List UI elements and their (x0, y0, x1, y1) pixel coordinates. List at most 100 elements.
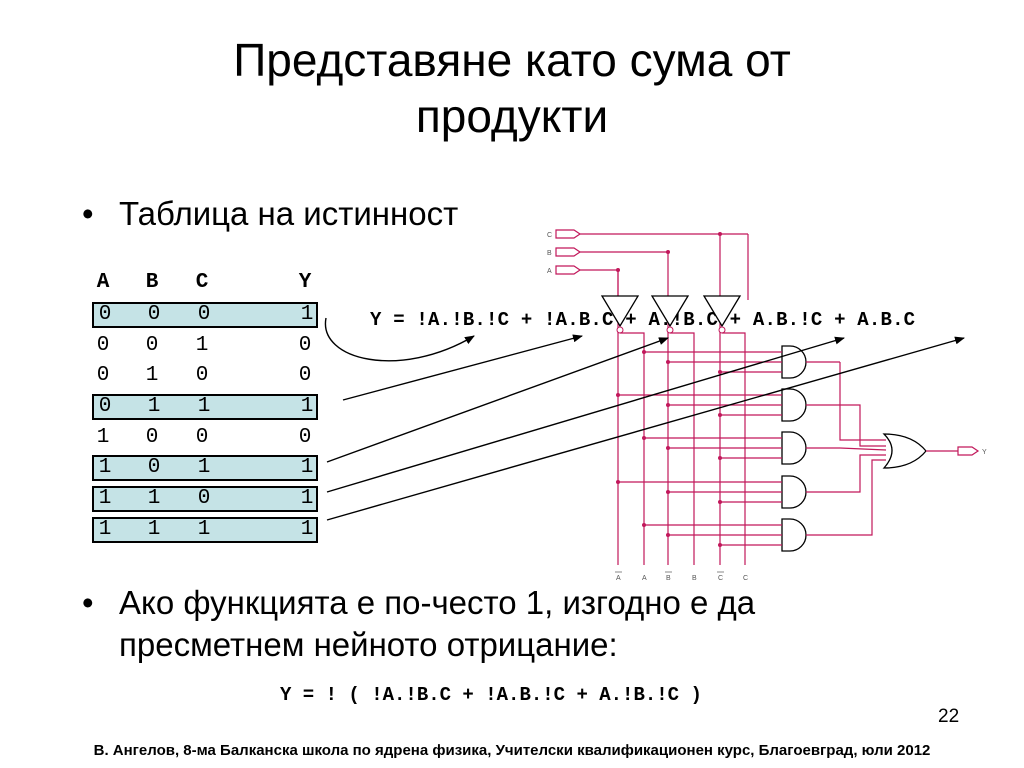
mapping-arrows (324, 317, 965, 521)
footer-citation: В. Ангелов, 8-ма Балканска школа по ядре… (93, 742, 931, 759)
junction-dot (642, 523, 646, 527)
truth-table-cell: 0 (147, 456, 161, 479)
truth-table-cell: 1 (197, 518, 211, 541)
truth-table-cell: 1 (98, 518, 112, 541)
junction-dot (616, 480, 620, 484)
bottom-label: C (743, 575, 748, 582)
junction-dot (666, 490, 670, 494)
truth-table-cell: 1 (145, 364, 159, 387)
input-connector (555, 265, 582, 275)
wire (722, 332, 746, 565)
wire (840, 404, 886, 447)
wire (620, 332, 645, 565)
wire (839, 362, 886, 441)
junction-dot (666, 403, 670, 407)
not-gate-icon (650, 295, 690, 328)
junction-dot (642, 436, 646, 440)
truth-table-cell: 0 (197, 303, 211, 326)
truth-table-cell: 1 (197, 395, 211, 418)
truth-table-cell: 0 (98, 395, 112, 418)
truth-table-cell: 1 (300, 395, 314, 418)
truth-table-cell: 1 (98, 456, 112, 479)
output-label: Y (982, 449, 987, 456)
truth-table-cell: 0 (298, 426, 312, 449)
bullet-dot: • (82, 584, 94, 621)
junction-dot (718, 543, 722, 547)
mapping-arrow (326, 336, 965, 521)
bullet-text: Ако функцията е по-често 1, изгодно е да… (119, 584, 756, 663)
truth-table-cell: 0 (197, 487, 211, 510)
bottom-label: B (692, 575, 697, 582)
junction-dot (718, 232, 722, 236)
bottom-label: B (666, 575, 671, 582)
bullet-dot: • (82, 195, 94, 232)
truth-table-cell: 0 (96, 364, 110, 387)
junction-dot (666, 360, 670, 364)
junction-dot (666, 533, 670, 537)
mapping-arrow (324, 317, 475, 362)
page-number: 22 (938, 706, 960, 727)
wire (839, 447, 887, 451)
truth-table-cell: 0 (98, 303, 112, 326)
and-gate-icon (781, 431, 807, 465)
truth-table-cell: 1 (96, 426, 110, 449)
truth-table-cell: 0 (145, 426, 159, 449)
bottom-label: C (718, 575, 723, 582)
input-connector (555, 247, 582, 257)
truth-table-cell: 1 (300, 487, 314, 510)
truth-table-cell: 0 (195, 364, 209, 387)
slide-title: Представяне като сума от продукти (0, 32, 1024, 144)
negation-formula: Y = ! ( !A.!B.C + !A.B.!C + A.!B.!C ) (280, 684, 702, 706)
junction-dot (666, 250, 670, 254)
truth-table-cell: 0 (145, 334, 159, 357)
truth-table-cell: 1 (300, 456, 314, 479)
mapping-arrow (326, 337, 669, 463)
or-gate-icon (882, 433, 927, 469)
truth-table-cell: 0 (195, 426, 209, 449)
and-gate-icon (781, 518, 807, 552)
junction-dot (666, 446, 670, 450)
junction-dot (718, 456, 722, 460)
truth-table-cell: 0 (96, 334, 110, 357)
and-gate-icon (781, 475, 807, 509)
junction-dot (616, 393, 620, 397)
junction-dot (642, 350, 646, 354)
mapping-arrow (326, 336, 845, 493)
input-label: A (547, 268, 552, 275)
truth-table-cell: B (145, 271, 159, 294)
bullet-text: Таблица на истинност (119, 195, 459, 232)
wire (670, 332, 695, 565)
title-line-1: Представяне като сума от (233, 34, 791, 86)
junction-dot (718, 500, 722, 504)
and-gate-icon (781, 388, 807, 422)
truth-table-cell: 1 (147, 518, 161, 541)
not-gate-icon (600, 295, 640, 328)
truth-table-cell: 0 (298, 334, 312, 357)
truth-table-cell: 1 (197, 456, 211, 479)
not-bubble (666, 326, 674, 334)
truth-table-cell: 1 (195, 334, 209, 357)
truth-table-row: 0 0 1 0 (92, 333, 318, 359)
not-gate-icon (702, 295, 742, 328)
sum-of-products-formula: Y = !A.!B.!C + !A.B.C + A.!B.C + A.B.!C … (370, 309, 916, 331)
input-label: C (547, 232, 552, 239)
truth-table-cell: 1 (147, 487, 161, 510)
truth-table-cell: 1 (300, 518, 314, 541)
truth-table-cell: C (195, 271, 209, 294)
not-bubble (718, 326, 726, 334)
input-label: B (547, 250, 552, 257)
wire (840, 459, 886, 536)
input-connector (555, 229, 582, 239)
title-line-2: продукти (415, 90, 609, 142)
output-connector (957, 446, 980, 456)
truth-table-cell: A (96, 271, 110, 294)
junction-dot (718, 370, 722, 374)
truth-table-cell: 1 (300, 303, 314, 326)
